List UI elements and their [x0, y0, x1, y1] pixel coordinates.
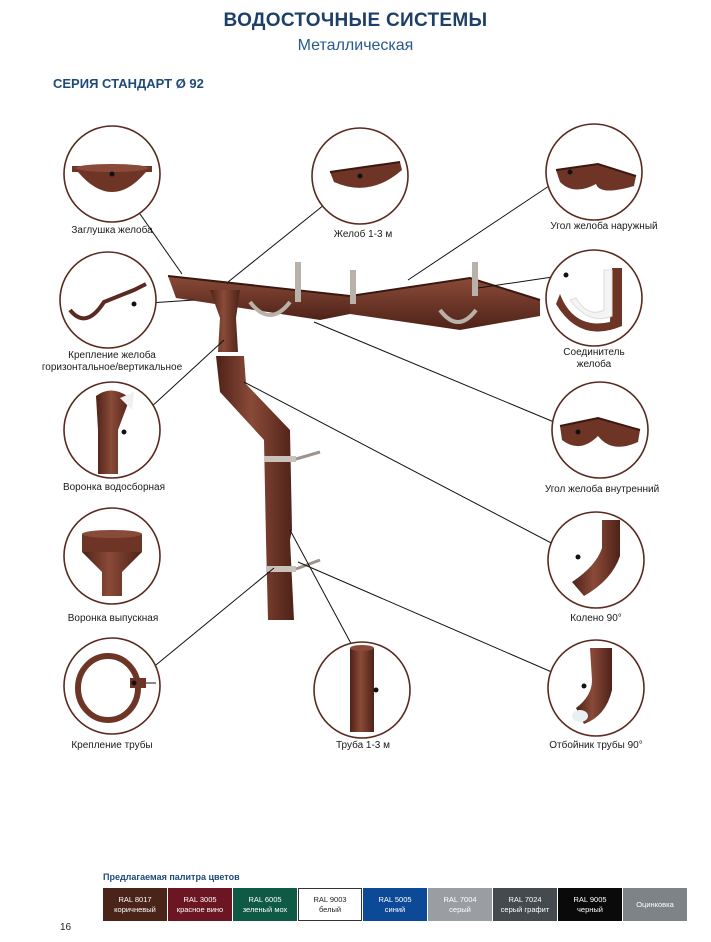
gutter-system-diagram — [59, 123, 649, 739]
page-subtitle: Металлическая — [297, 37, 414, 54]
page-number: 16 — [60, 922, 72, 933]
label-kreplenie-truby: Крепление трубы — [71, 740, 153, 751]
part-truba-thumb — [313, 641, 411, 739]
bracket-3 — [472, 262, 478, 296]
label-zheloba: Желоб 1-3 м — [333, 229, 393, 240]
part-kreplenie-truby-thumb — [63, 637, 161, 735]
label-ugol-nar: Угол желоба наружный — [550, 221, 658, 232]
label-kreplenie-zheloba: Крепление желоба горизонтальное/вертикал… — [32, 350, 192, 374]
label-kreplenie-line2: горизонтальное/вертикальное — [41, 362, 183, 373]
label-koleno: Колено 90° — [570, 613, 622, 624]
pipe-clamp-2 — [266, 566, 296, 572]
swatch-galvanized: Оцинковка — [623, 888, 687, 921]
downpipe — [216, 356, 294, 620]
main-assembly — [167, 262, 541, 620]
leader-lines — [111, 171, 585, 691]
part-ugol-vnutr-thumb — [551, 381, 649, 479]
part-otboynik-thumb — [547, 639, 645, 737]
part-zaglushka-thumb — [63, 125, 161, 223]
bracket-1 — [295, 262, 301, 302]
part-zheloba-thumb — [311, 127, 409, 225]
part-voronka-vodosbornaya-thumb — [63, 381, 161, 479]
palette-title: Предлагаемая палитра цветов — [103, 872, 240, 882]
label-truba: Труба 1-3 м — [335, 740, 391, 751]
label-kreplenie-line1: Крепление желоба — [68, 350, 156, 361]
gutter-right — [350, 278, 540, 330]
part-kreplenie-zheloba-thumb — [59, 251, 157, 349]
label-soedinitel: Соединитель желоба — [554, 347, 634, 371]
part-koleno-thumb — [547, 511, 645, 609]
page-title: ВОДОСТОЧНЫЕ СИСТЕМЫ — [223, 10, 488, 31]
part-ugol-nar-thumb — [545, 123, 643, 221]
funnel — [210, 290, 240, 352]
bracket-2 — [350, 270, 356, 304]
label-soedinitel-line1: Соединитель — [563, 347, 625, 358]
gutter-left — [168, 276, 350, 320]
label-voronka-vodosbornaya: Воронка водосборная — [62, 482, 166, 493]
label-ugol-vnutr: Угол желоба внутренний — [544, 484, 660, 495]
pipe-clamp-1 — [264, 456, 296, 462]
part-voronka-vypusknaya-thumb — [63, 507, 161, 605]
label-otboynik: Отбойник трубы 90° — [549, 740, 643, 751]
part-soedinitel-thumb — [545, 249, 643, 347]
series-heading: СЕРИЯ СТАНДАРТ Ø 92 — [53, 76, 204, 91]
label-voronka-vypusknaya: Воронка выпускная — [67, 613, 159, 624]
label-zaglushka: Заглушка желоба — [71, 225, 153, 236]
label-soedinitel-line2: желоба — [576, 359, 612, 370]
